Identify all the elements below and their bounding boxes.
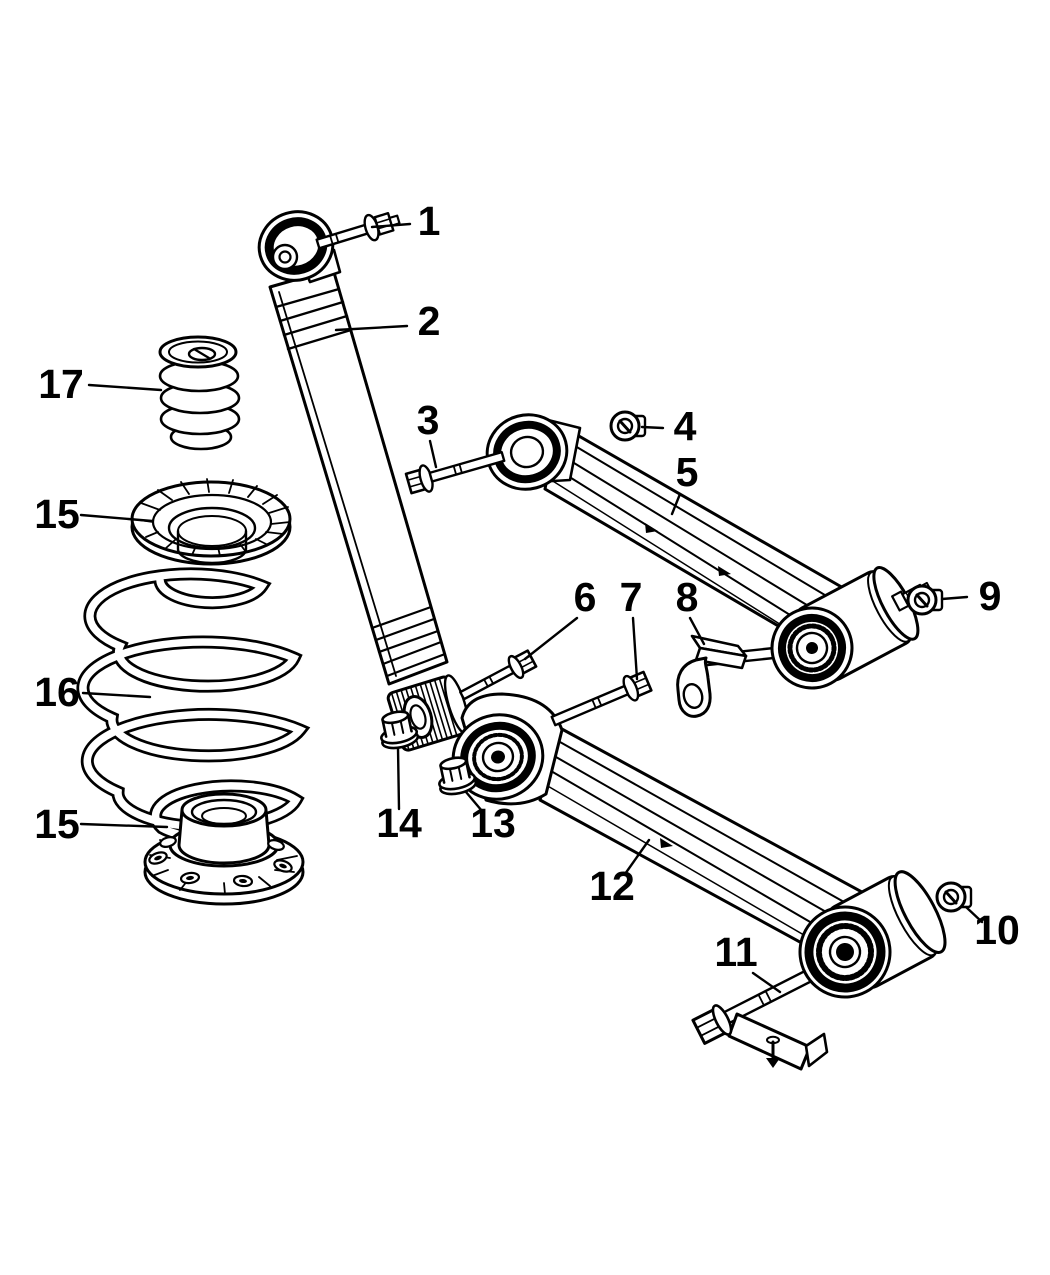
callout-15-lower-label: 15 — [34, 801, 80, 847]
callout-5-label: 5 — [676, 449, 699, 495]
upper-arm-front-bushing — [485, 413, 569, 491]
callout-15-upper-leader — [79, 513, 154, 523]
callout-15-upper: 15 — [34, 491, 154, 537]
callout-2-label: 2 — [418, 298, 441, 344]
callout-9-leader — [940, 595, 969, 601]
callout-12-label: 12 — [589, 863, 635, 909]
callout-7-label: 7 — [620, 574, 643, 620]
callout-10-leader — [964, 905, 984, 924]
callout-5: 5 — [670, 449, 699, 516]
lower-arm-rear-bushing — [798, 870, 947, 999]
callout-6: 6 — [523, 574, 597, 661]
callout-17-label: 17 — [38, 361, 84, 407]
upper-arm-rear-nut — [906, 584, 944, 616]
callout-15-upper-label: 15 — [34, 491, 80, 537]
callout-3-leader — [428, 439, 438, 469]
callout-14-leader — [396, 746, 401, 811]
callout-2-leader — [334, 324, 409, 332]
callout-3: 3 — [417, 397, 440, 469]
callout-13-leader — [464, 790, 484, 813]
callout-11: 11 — [714, 929, 782, 994]
lower-arm-front-bolt — [550, 670, 653, 727]
callout-1-leader — [370, 222, 412, 229]
jounce-bumper — [158, 335, 241, 451]
callout-7: 7 — [620, 574, 643, 681]
lower-control-arm — [451, 692, 886, 979]
callout-16-leader — [81, 691, 152, 699]
callout-17-leader — [87, 383, 163, 392]
callout-5-leader — [670, 492, 682, 516]
callout-13-label: 13 — [470, 800, 516, 846]
shock-upper-bolt — [315, 211, 401, 250]
callout-13: 13 — [464, 790, 516, 846]
callout-9-label: 9 — [979, 573, 1002, 619]
callout-4-leader — [640, 425, 665, 430]
coil-spring — [76, 567, 311, 844]
callout-15-lower-leader — [79, 822, 169, 829]
callout-14: 14 — [376, 746, 422, 846]
callout-12-leader — [623, 838, 651, 876]
callout-17: 17 — [38, 361, 163, 407]
callout-10: 10 — [964, 905, 1020, 953]
upper-arm-rear-bushing — [770, 566, 932, 690]
callout-11-label: 11 — [714, 929, 757, 975]
shock-absorber — [257, 210, 470, 752]
callout-4-label: 4 — [674, 403, 697, 449]
callout-4: 4 — [640, 403, 697, 449]
upper-arm-front-bolt — [404, 450, 506, 495]
callout-6-label: 6 — [574, 574, 597, 620]
upper-spring-isolator — [130, 478, 292, 566]
callouts: 1 2 3 4 5 6 7 8 — [34, 198, 1020, 994]
callout-1: 1 — [370, 198, 441, 244]
callout-14-label: 14 — [376, 800, 422, 846]
callout-7-leader — [631, 616, 639, 681]
callout-9: 9 — [940, 573, 1002, 619]
callout-8-leader — [688, 616, 706, 646]
callout-15-lower: 15 — [34, 801, 169, 847]
callout-8-label: 8 — [676, 574, 699, 620]
cam-bracket — [676, 634, 748, 718]
callout-6-leader — [523, 616, 579, 661]
upper-arm-front-nut — [609, 410, 647, 442]
callout-16-label: 16 — [34, 669, 80, 715]
callout-12: 12 — [589, 838, 651, 909]
callout-3-label: 3 — [417, 397, 440, 443]
callout-16: 16 — [34, 669, 152, 715]
callout-11-leader — [751, 971, 782, 994]
seat-bolt-holes — [148, 836, 293, 888]
upper-control-arm — [485, 413, 932, 718]
shock-lower-bolt — [459, 649, 538, 701]
callout-2: 2 — [334, 298, 441, 344]
callout-8: 8 — [676, 574, 706, 646]
callout-10-label: 10 — [974, 907, 1020, 953]
callout-1-label: 1 — [418, 198, 441, 244]
lower-spring-seat — [143, 792, 305, 906]
